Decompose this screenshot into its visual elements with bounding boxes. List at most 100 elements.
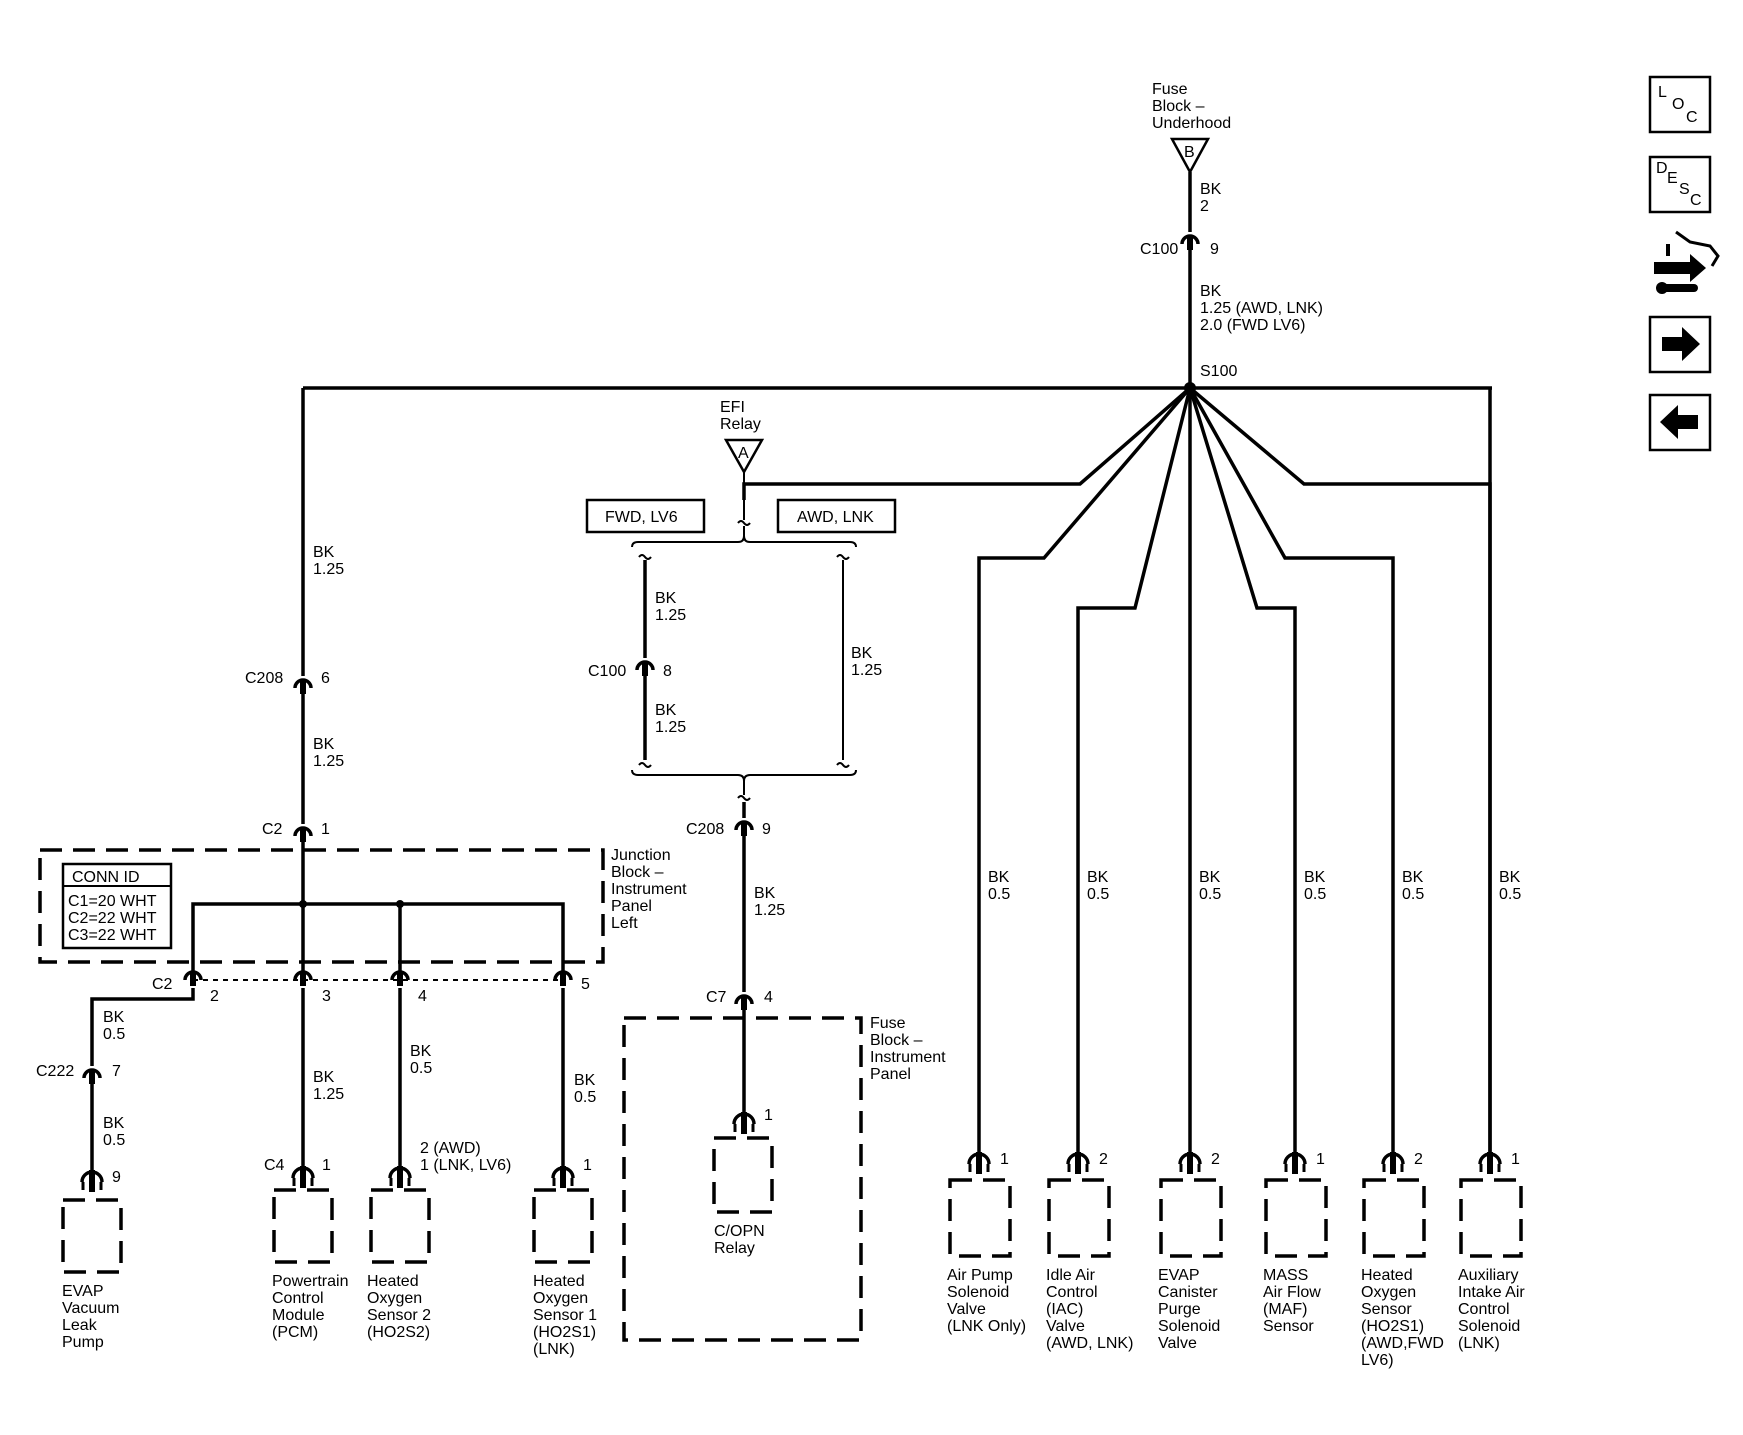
tools-icon[interactable] — [1654, 230, 1720, 294]
efi-relay-source: EFI Relay A — [720, 399, 765, 475]
svg-text:Left: Left — [611, 915, 638, 932]
svg-text:Leak: Leak — [62, 1317, 98, 1334]
pin-number: 1 — [1511, 1151, 1520, 1168]
svg-text:C100: C100 — [588, 663, 626, 680]
wire-color: BK — [988, 869, 1010, 886]
component-copn-relay — [712, 1136, 774, 1214]
svg-text:BK: BK — [574, 1072, 596, 1089]
arrow-right-icon — [1662, 327, 1700, 361]
svg-text:2.0 (FWD LV6): 2.0 (FWD LV6) — [1200, 317, 1306, 334]
svg-text:BK: BK — [655, 702, 677, 719]
component-label: Valve — [947, 1301, 986, 1318]
svg-text:Panel: Panel — [870, 1066, 911, 1083]
desc-button[interactable]: D E S C — [1648, 155, 1712, 214]
svg-text:C7: C7 — [706, 989, 727, 1006]
svg-text:BK: BK — [313, 1069, 335, 1086]
svg-text:1: 1 — [583, 1157, 592, 1174]
junction-internal-bus — [191, 902, 565, 978]
component-label: (HO2S1) — [1361, 1318, 1424, 1335]
component-box — [1459, 1178, 1523, 1258]
svg-text:1.25: 1.25 — [655, 607, 686, 624]
svg-text:0.5: 0.5 — [103, 1026, 125, 1043]
component-label: (LNK Only) — [947, 1318, 1026, 1335]
svg-text:1.25: 1.25 — [851, 662, 882, 679]
svg-text:C100: C100 — [1140, 241, 1178, 258]
svg-text:FWD, LV6: FWD, LV6 — [605, 509, 678, 526]
svg-text:0.5: 0.5 — [103, 1132, 125, 1149]
svg-text:D: D — [1656, 160, 1668, 177]
arrow-left-icon — [1660, 405, 1698, 439]
svg-text:C: C — [1686, 109, 1698, 126]
svg-text:A: A — [738, 445, 749, 462]
svg-text:BK: BK — [103, 1009, 125, 1026]
fuse-block-ip-label: Fuse Block – Instrument Panel — [870, 1015, 946, 1083]
next-button[interactable] — [1648, 315, 1712, 374]
loc-button[interactable]: L O C — [1648, 75, 1712, 134]
svg-text:2 (AWD): 2 (AWD) — [420, 1140, 481, 1157]
pin-number: 2 — [1414, 1151, 1423, 1168]
label-evap-pump: EVAP Vacuum Leak Pump — [62, 1283, 120, 1351]
connector — [969, 1152, 989, 1174]
fanout-wires — [742, 386, 1492, 1152]
svg-text:S100: S100 — [1200, 363, 1237, 380]
svg-text:(HO2S1): (HO2S1) — [533, 1324, 596, 1341]
svg-text:Heated: Heated — [533, 1273, 585, 1290]
component-label: Valve — [1046, 1318, 1085, 1335]
svg-text:4: 4 — [764, 989, 773, 1006]
svg-text:B: B — [1184, 144, 1195, 161]
junction-block-outline — [38, 848, 605, 964]
wire-color: BK — [1087, 869, 1109, 886]
component-box — [1047, 1178, 1111, 1258]
svg-text:Sensor 2: Sensor 2 — [367, 1307, 431, 1324]
svg-text:1.25: 1.25 — [313, 753, 344, 770]
component-box — [948, 1178, 1012, 1258]
svg-text:0.5: 0.5 — [410, 1060, 432, 1077]
component-label: Valve — [1158, 1335, 1197, 1352]
svg-text:1: 1 — [322, 1157, 331, 1174]
svg-text:BK: BK — [313, 736, 335, 753]
pin-number: 2 — [1211, 1151, 1220, 1168]
svg-text:C4: C4 — [264, 1157, 285, 1174]
component-label: (LNK) — [1458, 1335, 1500, 1352]
svg-text:C/OPN: C/OPN — [714, 1223, 765, 1240]
svg-text:S: S — [1679, 181, 1690, 198]
svg-text:BK: BK — [655, 590, 677, 607]
svg-text:Relay: Relay — [720, 416, 761, 433]
svg-text:1 (LNK, LV6): 1 (LNK, LV6) — [420, 1157, 511, 1174]
svg-text:CONN ID: CONN ID — [72, 869, 140, 886]
svg-text:2: 2 — [1200, 198, 1209, 215]
svg-text:Block –: Block – — [870, 1032, 923, 1049]
load-ho2s1-awd-fwd: BK0.52HeatedOxygenSensor(HO2S1)(AWD,FWDL… — [1361, 869, 1444, 1369]
svg-text:O: O — [1672, 96, 1684, 113]
connector-c208-left — [295, 680, 311, 694]
svg-text:1.25 (AWD, LNK): 1.25 (AWD, LNK) — [1200, 300, 1323, 317]
terminal-b-triangle — [1169, 137, 1211, 175]
svg-text:(PCM): (PCM) — [272, 1324, 318, 1341]
svg-text:9: 9 — [762, 821, 771, 838]
component-label: Auxiliary — [1458, 1267, 1518, 1284]
svg-text:(HO2S2): (HO2S2) — [367, 1324, 430, 1341]
svg-text:Vacuum: Vacuum — [62, 1300, 120, 1317]
svg-text:Junction: Junction — [611, 847, 671, 864]
connector-c4 — [293, 1166, 313, 1188]
component-label: (IAC) — [1046, 1301, 1083, 1318]
junction-block-label: Junction Block – Instrument Panel Left — [611, 847, 687, 932]
prev-button[interactable] — [1648, 393, 1712, 452]
option-awd-lnk — [776, 498, 897, 534]
component-label: (AWD,FWD — [1361, 1335, 1444, 1352]
connector-c222 — [84, 1070, 100, 1084]
component-label: Intake Air — [1458, 1284, 1525, 1301]
component-label: Solenoid — [1158, 1318, 1220, 1335]
component-label: Solenoid — [1458, 1318, 1520, 1335]
svg-text:Instrument: Instrument — [870, 1049, 946, 1066]
component-label: Purge — [1158, 1301, 1201, 1318]
wire-gauge: 0.5 — [1499, 886, 1521, 903]
component-label: Solenoid — [947, 1284, 1009, 1301]
pin-number: 1 — [1316, 1151, 1325, 1168]
svg-text:Block –: Block – — [611, 864, 664, 881]
wire-color: BK — [1304, 869, 1326, 886]
svg-text:C208: C208 — [245, 670, 283, 687]
connector-c7 — [736, 996, 752, 1010]
